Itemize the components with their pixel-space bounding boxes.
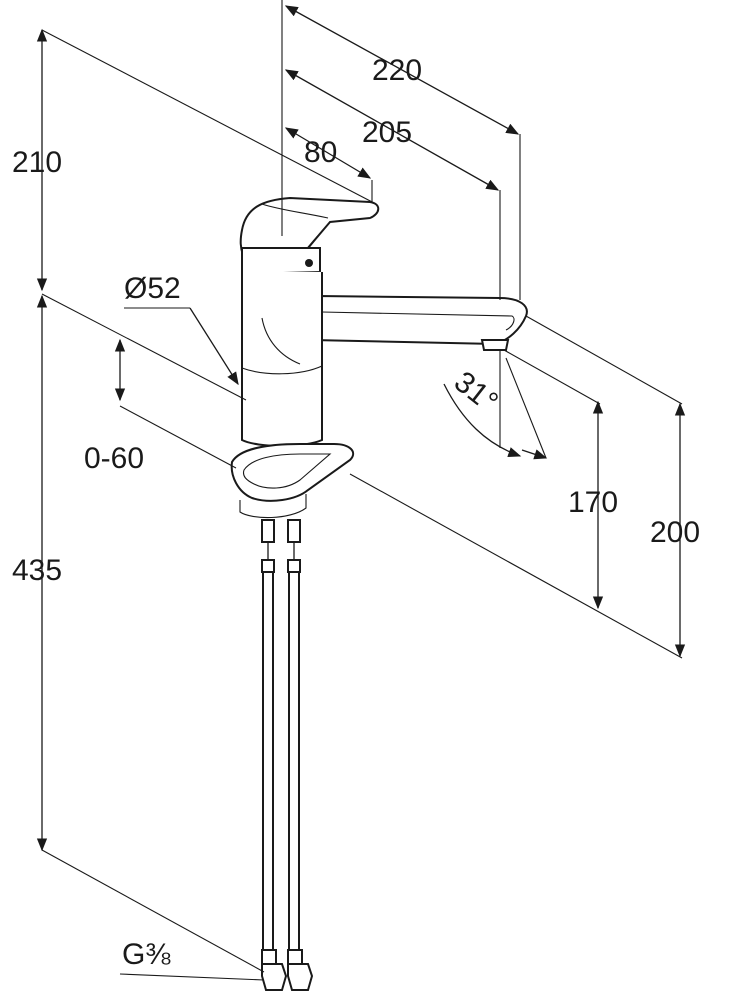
label-205: 205 — [362, 116, 412, 149]
label-170: 170 — [568, 486, 618, 519]
hose-left — [262, 571, 274, 953]
body-column — [241, 270, 323, 447]
dimension-labels: 210 435 0-60 220 205 80 Ø52 170 200 31° … — [12, 54, 700, 971]
hose-right — [288, 571, 300, 953]
faucet-body — [230, 196, 528, 991]
label-thread-g3-8: G⅜ — [122, 938, 171, 971]
hose-fitting-right — [287, 519, 301, 543]
spout — [294, 294, 528, 346]
label-210: 210 — [12, 146, 62, 179]
label-435: 435 — [12, 554, 62, 587]
hose-nut-right — [287, 963, 314, 991]
mounting-base — [230, 443, 355, 502]
label-diameter-52: Ø52 — [124, 272, 181, 305]
label-80: 80 — [304, 136, 337, 169]
label-220: 220 — [372, 54, 422, 87]
label-200: 200 — [650, 516, 700, 549]
hose-nut-left — [261, 963, 288, 991]
dimension-lines — [36, 0, 686, 981]
aerator — [480, 339, 510, 351]
hose-fitting-left — [261, 519, 275, 543]
label-0-60: 0-60 — [84, 442, 144, 475]
label-angle-31: 31° — [448, 365, 504, 419]
